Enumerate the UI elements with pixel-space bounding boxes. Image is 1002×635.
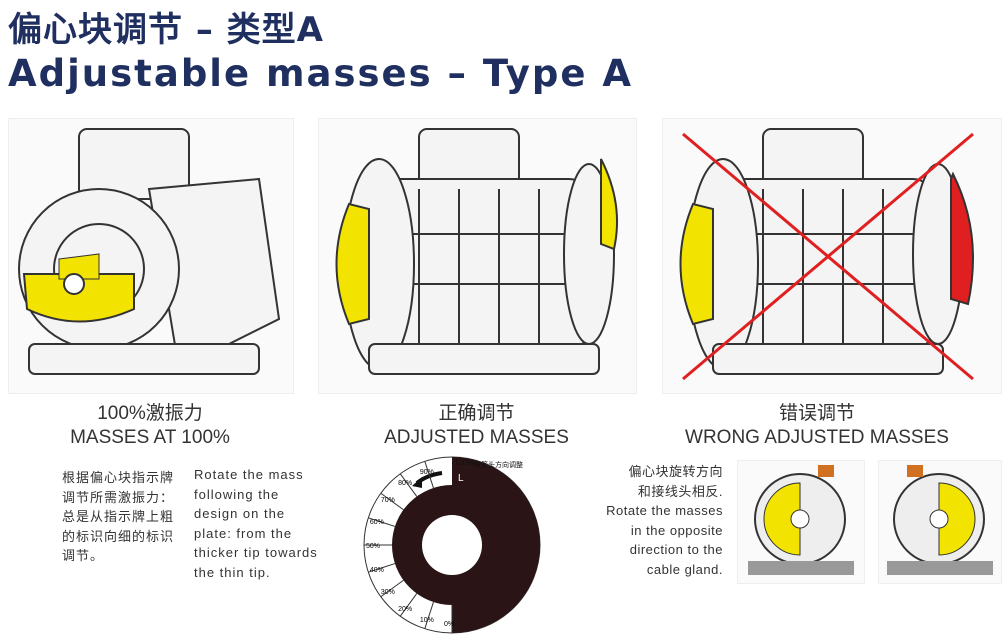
title-chinese: 偏心块调节 – 类型A (8, 10, 324, 50)
dial-letter: L (458, 473, 464, 484)
dial-tick-label: 20% (398, 606, 412, 613)
image-wrong-adjusted-masses (662, 118, 1002, 394)
dial-tick-label: 0% (444, 621, 454, 628)
image-adjusted-masses (318, 118, 637, 394)
dial-top-label: 100% (454, 458, 474, 467)
image-rotation-end-view-1 (737, 460, 865, 584)
mass-dial-plate: 0% 10% 20% 30% 40% 50% 60% 70% 80% 90% 100% L 按箭头… (362, 455, 542, 635)
dial-tick (368, 517, 396, 527)
dial-tick-label: 30% (381, 589, 395, 596)
dial-arrow-text: 按箭头方向调整 (474, 460, 523, 469)
dial-tick-label: 80% (398, 480, 412, 487)
dial-tick-label: 70% (381, 497, 395, 504)
instruction-1-chinese: 根据偏心块指示牌调节所需激振力：总是从指示牌上粗的标识向细的标识调节。 (62, 470, 175, 563)
dial-tick-label: 90% (420, 469, 434, 476)
image-masses-100 (8, 118, 294, 394)
dial-tick-label: 10% (420, 617, 434, 624)
image-rotation-end-view-2 (878, 460, 1002, 584)
dial-tick (424, 461, 434, 489)
dial-tick (399, 473, 418, 497)
dial-tick (380, 492, 404, 511)
dial-tick (380, 579, 404, 598)
dial-tick-label: 60% (370, 519, 384, 526)
dial-tick (424, 601, 434, 629)
dial-tick (368, 563, 396, 573)
title-english: Adjustable masses – Type A (8, 52, 633, 95)
dial-tick (399, 593, 418, 617)
dial-tick-label: 50% (366, 543, 380, 550)
dial-tick-label: 40% (370, 567, 384, 574)
